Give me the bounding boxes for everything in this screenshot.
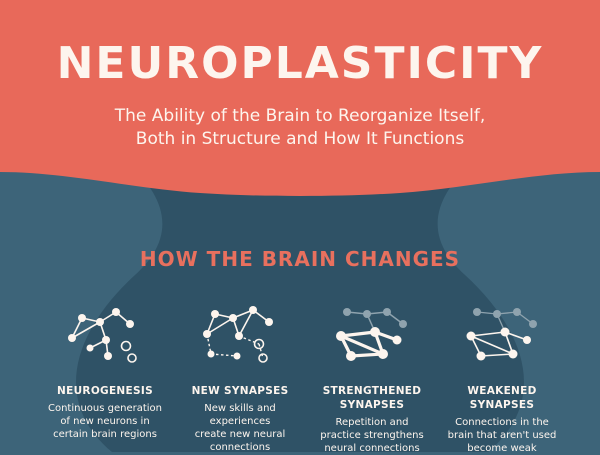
item-strengthened-synapses: STRENGTHENED SYNAPSES Repetition and pra… <box>302 384 442 455</box>
item-title: NEW SYNAPSES <box>191 385 289 397</box>
neuron-network-icon <box>60 300 150 366</box>
page-subtitle-line-2: Both in Structure and How It Functions <box>135 129 465 149</box>
section-heading: HOW THE BRAIN CHANGES <box>139 247 461 271</box>
strengthened-synapses-icon <box>327 300 417 366</box>
item-title: WEAKENED SYNAPSES <box>467 385 537 411</box>
item-neurogenesis: NEUROGENESIS Continuous generation of ne… <box>35 384 175 441</box>
new-synapses-icon <box>197 300 287 366</box>
item-description: Continuous generation of new neurons in … <box>47 403 163 440</box>
header-band <box>0 0 600 196</box>
item-weakened-synapses: WEAKENED SYNAPSES Connections in the bra… <box>432 384 572 455</box>
item-new-synapses: NEW SYNAPSES New skills and experiences … <box>170 384 310 454</box>
teardrop-backdrop <box>76 170 524 452</box>
item-description: Repetition and practice strengthens neur… <box>320 417 424 454</box>
weakened-synapses-icon <box>457 300 547 366</box>
item-title: STRENGTHENED SYNAPSES <box>322 385 422 411</box>
page-subtitle-line-1: The Ability of the Brain to Reorganize I… <box>114 106 486 126</box>
page-title: NEUROPLASTICITY <box>56 38 544 89</box>
item-title: NEUROGENESIS <box>57 385 153 397</box>
item-description: Connections in the brain that aren't use… <box>447 417 557 454</box>
item-description: New skills and experiences create new ne… <box>194 403 286 453</box>
